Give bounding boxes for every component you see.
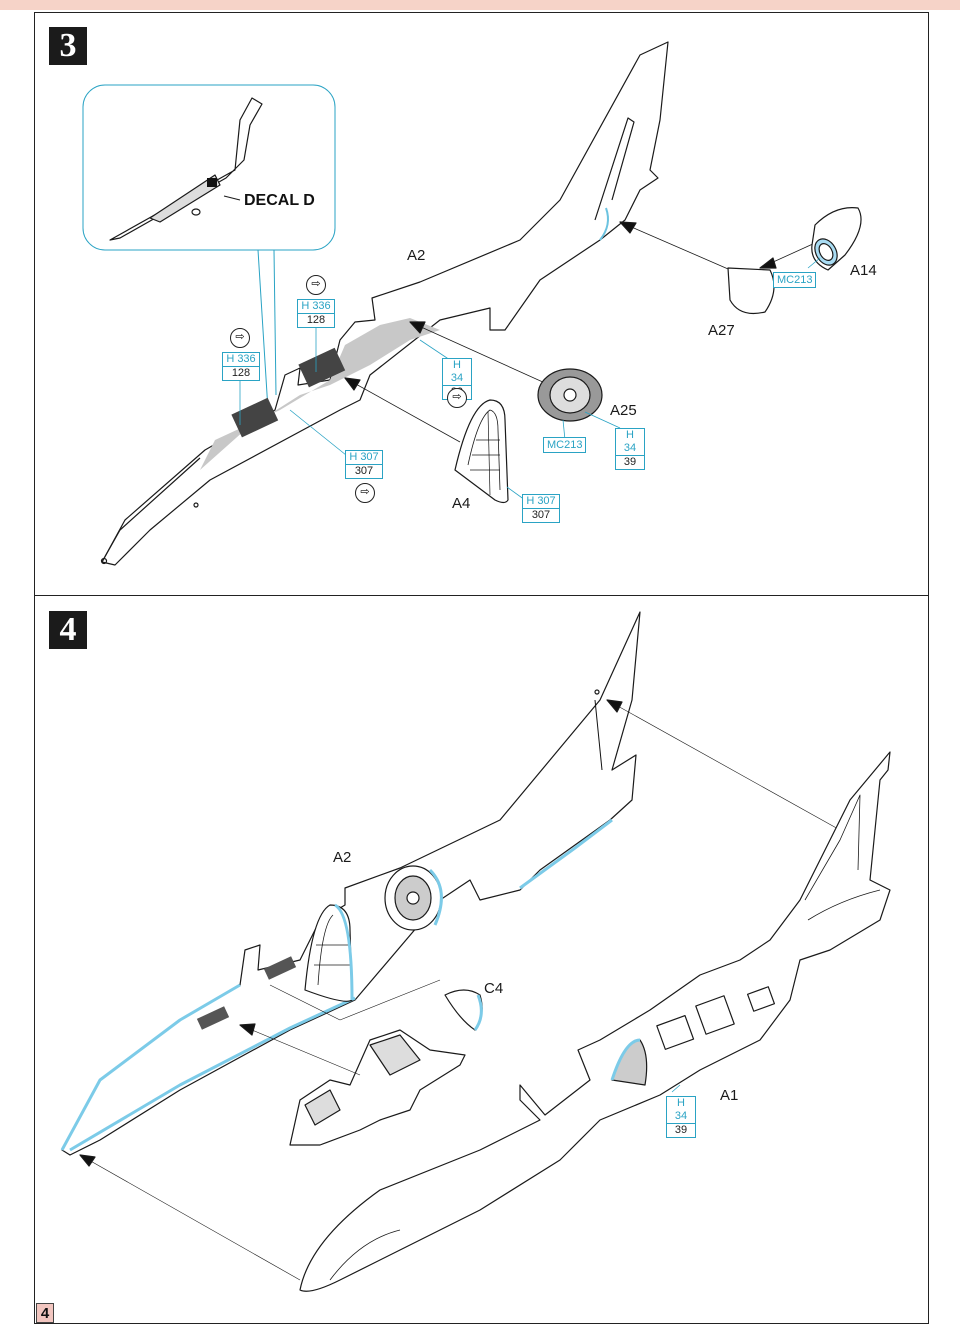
part-label-a1: A1 (720, 1087, 739, 1104)
fuselage-a1 (299, 751, 891, 1292)
instruction-frame (34, 12, 929, 1324)
part-label-a14: A14 (850, 262, 877, 279)
part-c4 (444, 989, 483, 1031)
mc-label: MC213 (543, 437, 587, 453)
step-number-3: 3 (49, 27, 87, 65)
masking-icon: ⇨ (306, 275, 326, 295)
part-a27 (727, 267, 775, 315)
masking-icon: ⇨ (355, 483, 375, 503)
step-divider (34, 595, 929, 596)
step-number-4: 4 (49, 611, 87, 649)
decal-label: DECAL D (244, 192, 315, 209)
page-number: 4 (36, 1303, 54, 1323)
mc-label: MC213 (773, 272, 817, 288)
fuselage-a2-step4 (61, 611, 641, 1156)
part-label-a2: A2 (407, 247, 426, 264)
part-label-a4: A4 (452, 495, 471, 512)
part-a4 (454, 399, 509, 504)
part-label-a25: A25 (610, 402, 637, 419)
masking-icon: ⇨ (447, 388, 467, 408)
masking-icon: ⇨ (230, 328, 250, 348)
part-label-a2-step4: A2 (333, 849, 352, 866)
detail-callout-bubble (82, 84, 336, 251)
part-label-c4: C4 (484, 980, 504, 997)
part-label-a27: A27 (708, 322, 735, 339)
step4-drawing (60, 611, 891, 1292)
top-color-strip (0, 0, 960, 10)
ejection-seats (289, 1029, 466, 1146)
fuselage-a2-step3 (101, 41, 669, 566)
